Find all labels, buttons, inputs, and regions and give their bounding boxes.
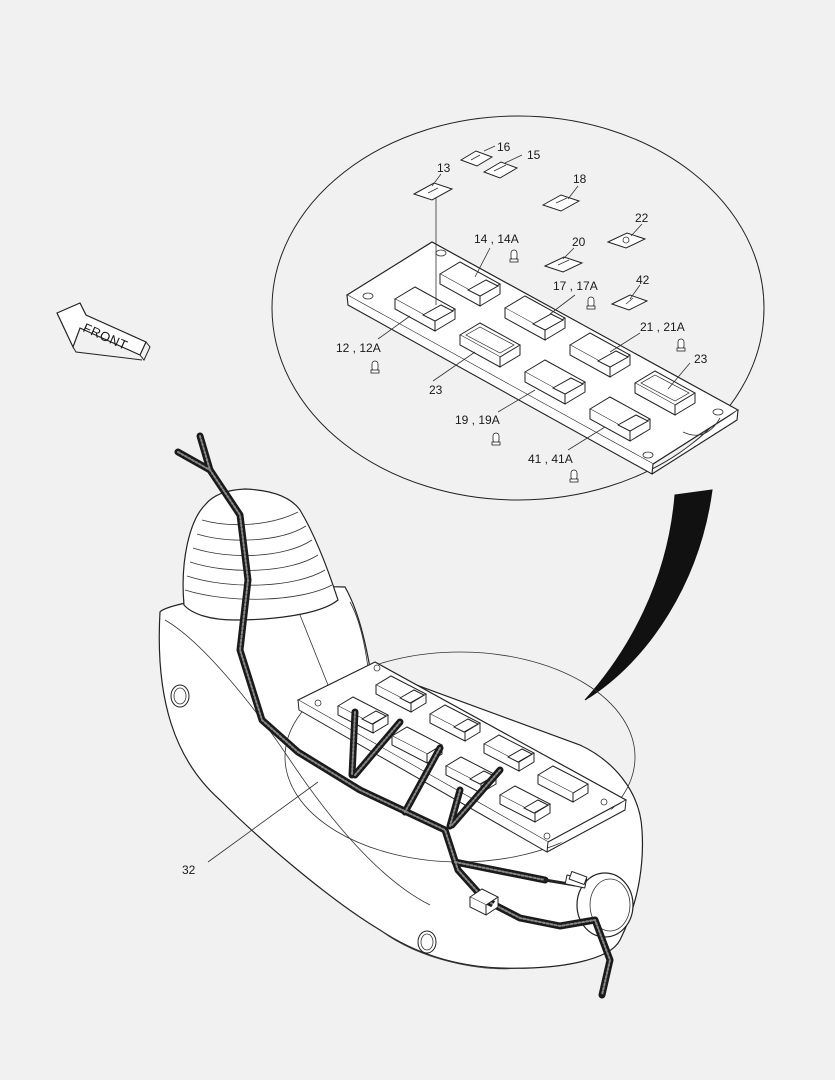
callout-23-left: 23: [429, 383, 443, 397]
joystick-boot: [182, 488, 339, 621]
detail-switch: [568, 332, 632, 378]
callout-42: 42: [636, 273, 650, 287]
callout-23-right: 23: [694, 352, 708, 366]
detail-switch: [393, 286, 457, 332]
detail-switch: [588, 396, 652, 442]
decal-42: [610, 294, 649, 311]
callout-12: 12 , 12A: [336, 341, 381, 355]
decal-16: [459, 150, 494, 167]
leader-32: [207, 781, 319, 863]
bulb-icon: [586, 296, 596, 310]
detail-pointer: [584, 489, 713, 701]
switch-panel-detail: [345, 241, 740, 475]
detail-switch: [523, 359, 587, 405]
bulb-icon: [676, 338, 686, 352]
console-switch: [374, 675, 428, 713]
callout-41: 41 , 41A: [528, 452, 573, 466]
bulb-icon: [509, 249, 519, 263]
detail-switch: [438, 261, 502, 307]
console-switch: [482, 734, 536, 772]
bulb-icon: [569, 469, 579, 483]
callout-13: 13: [437, 161, 451, 175]
callout-14: 14 , 14A: [474, 232, 519, 246]
bulb-icon: [491, 432, 501, 446]
console-switch: [428, 704, 482, 742]
console-switch: [498, 785, 552, 823]
decal-20: [543, 256, 584, 273]
decal-13: [412, 182, 454, 201]
leader-lines: [377, 145, 691, 451]
detail-blank-switch: [633, 370, 697, 416]
callout-16: 16: [497, 140, 511, 154]
decal-22: [606, 232, 647, 249]
callout-32: 32: [182, 863, 196, 877]
callout-22: 22: [635, 211, 649, 225]
console-blank-switch: [536, 765, 590, 803]
callout-20: 20: [572, 235, 586, 249]
callout-15: 15: [527, 148, 541, 162]
callout-18: 18: [573, 172, 587, 186]
callout-19: 19 , 19A: [455, 413, 500, 427]
callout-17: 17 , 17A: [553, 279, 598, 293]
callout-21: 21 , 21A: [640, 320, 685, 334]
bulb-icon: [370, 360, 380, 374]
decal-18: [541, 194, 581, 212]
detail-switch: [503, 295, 567, 341]
wiring-harness: [174, 432, 614, 999]
harness-connector: [469, 888, 499, 916]
detail-view-ellipse: [271, 115, 765, 501]
detail-blank-switch: [458, 322, 522, 368]
front-arrow-icon: FRONT: [56, 302, 151, 361]
decal-15: [482, 161, 519, 179]
